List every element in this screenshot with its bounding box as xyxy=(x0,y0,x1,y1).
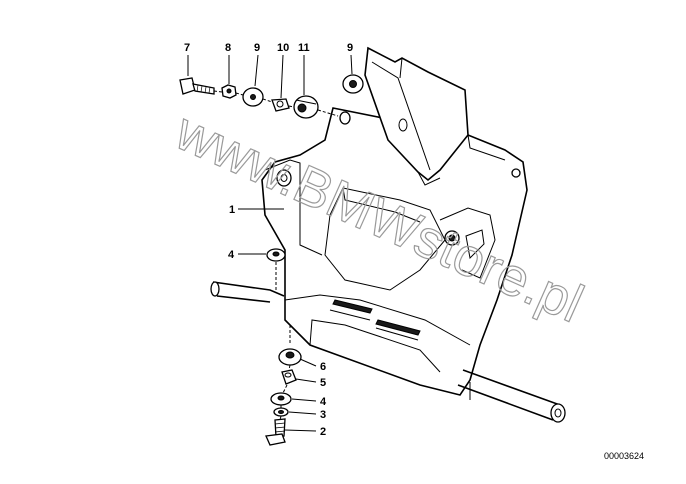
bottom-hardware xyxy=(265,325,302,446)
callout-9-top: 9 xyxy=(254,42,260,54)
callout-4-upper: 4 xyxy=(228,249,235,261)
callout-11: 11 xyxy=(298,42,310,54)
tube-rod xyxy=(210,281,566,423)
callout-9-right: 9 xyxy=(347,42,353,54)
part-9-washer xyxy=(242,87,264,107)
callout-labels: 7 8 9 10 11 9 1 4 6 5 4 3 2 xyxy=(184,42,353,438)
callout-2: 2 xyxy=(320,426,326,438)
part-4-lower-washer xyxy=(270,392,292,406)
part-8-nut xyxy=(221,84,237,99)
callout-10: 10 xyxy=(277,42,289,54)
callout-8: 8 xyxy=(225,42,231,54)
leader-lines xyxy=(187,54,353,432)
part-4-upper-washer xyxy=(266,248,286,290)
callout-6: 6 xyxy=(320,361,326,373)
part-10-bushing xyxy=(271,98,290,112)
callout-1: 1 xyxy=(229,204,235,216)
part-7-bolt xyxy=(179,77,215,95)
diagram-part-number: 00003624 xyxy=(604,451,644,461)
part-2-bolt xyxy=(265,418,286,446)
part-5-bushing xyxy=(281,369,297,385)
callout-3: 3 xyxy=(320,409,326,421)
part-9-upper-nut xyxy=(342,74,364,94)
part-3-lock-washer xyxy=(273,407,289,417)
callout-7: 7 xyxy=(184,42,190,54)
callout-5: 5 xyxy=(320,377,326,389)
bracket-plate xyxy=(261,46,528,396)
top-hardware xyxy=(179,77,339,119)
callout-4-lower: 4 xyxy=(320,396,327,408)
part-11-grommet xyxy=(293,95,319,119)
part-6-grommet xyxy=(278,348,302,366)
